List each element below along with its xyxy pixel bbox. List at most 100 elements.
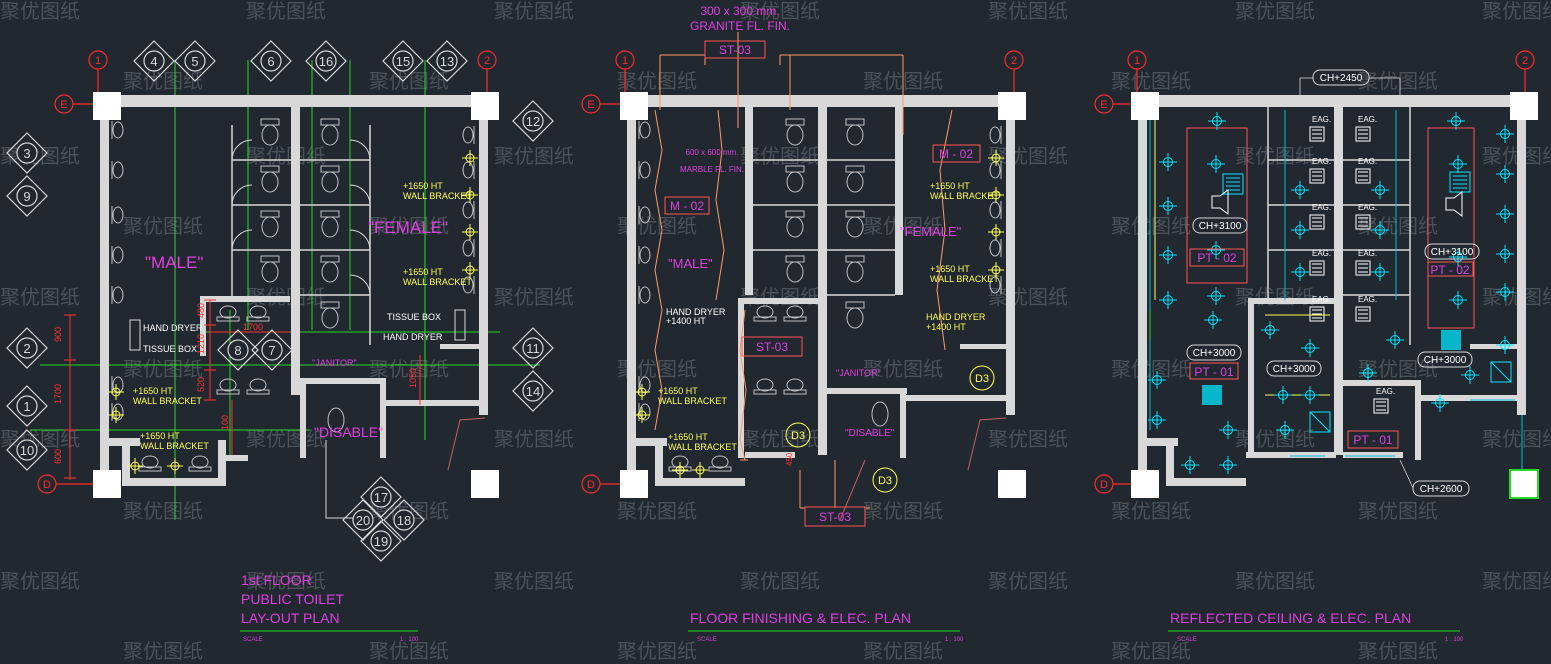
tag-st03-top: ST-03 <box>719 43 751 57</box>
exhaust-fan-label: EAG. <box>1358 115 1377 124</box>
ceiling-lamp-icon <box>1218 455 1238 475</box>
watermark-text: 聚优图纸 <box>494 285 574 309</box>
room-label-disable: "DISABLE" <box>314 424 383 440</box>
note-bracket-ht-3: +1650 HT <box>133 386 173 396</box>
section-marker-number: 9 <box>23 189 30 204</box>
ceiling-lamp-icon <box>1290 262 1310 282</box>
section-marker-number: 18 <box>397 513 411 528</box>
ceiling-lamp-icon <box>1203 310 1223 330</box>
watermark-text: 聚优图纸 <box>369 69 449 93</box>
section-marker-number: 10 <box>20 443 34 458</box>
watermark-text: 聚优图纸 <box>123 357 203 381</box>
ceiling-height-3000-mid: CH+3000 <box>1273 364 1316 375</box>
ceiling-lamp-icon <box>1446 111 1466 131</box>
section-marker: 20 <box>342 499 384 541</box>
ceiling-height-3000-right: CH+3000 <box>1424 355 1467 366</box>
watermark-text: 聚优图纸 <box>617 69 697 93</box>
room-label-female: "FEMALE" <box>368 218 448 237</box>
p2-note-hand-dryer-ht-male: +1400 HT <box>666 316 706 326</box>
watermark-text: 聚优图纸 <box>740 144 820 168</box>
dim-100: 100 <box>220 415 230 430</box>
ceiling-height-3100-right: CH+3100 <box>1431 247 1474 258</box>
dim-1210: 1210 <box>196 334 206 354</box>
watermark-text: 聚优图纸 <box>1482 569 1551 593</box>
watermark-text: 聚优图纸 <box>123 639 203 663</box>
ceiling-lamp-icon <box>1158 290 1178 310</box>
watermark-text: 聚优图纸 <box>123 69 203 93</box>
section-marker-number: 12 <box>526 114 540 129</box>
exhaust-fan: EAG. <box>1373 387 1395 414</box>
p2-room-male: "MALE" <box>668 256 713 271</box>
p2-grid-bubble-e: E <box>587 99 594 111</box>
section-marker-number: 15 <box>396 54 410 69</box>
dim-600: 600 <box>53 449 63 464</box>
watermark-text: 聚优图纸 <box>1358 639 1438 663</box>
watermark-text: 聚优图纸 <box>740 569 820 593</box>
p2-note-hand-dryer-female: HAND DRYER <box>926 312 986 322</box>
watermark-text: 聚优图纸 <box>1235 569 1315 593</box>
plan2-title: FLOOR FINISHING & ELEC. PLAN <box>690 610 911 626</box>
ceiling-lamp-icon <box>1370 262 1390 282</box>
p2-grid-bubble-2: 2 <box>1011 55 1017 67</box>
ceiling-lamp-icon <box>1300 385 1320 405</box>
exhaust-fan-label: EAG. <box>1376 387 1395 396</box>
watermark-text: 聚优图纸 <box>1482 285 1551 309</box>
watermark-text: 聚优图纸 <box>369 214 449 238</box>
exhaust-fan: EAG. <box>1355 203 1377 230</box>
ceiling-lamp-icon <box>1495 204 1515 224</box>
p2-note-bracket-2: WALL BRACKET <box>930 274 999 284</box>
section-marker-number: 20 <box>356 513 370 528</box>
note-tissue-box-male: TISSUE BOX <box>143 344 197 354</box>
p2-note-bracket-ht-4: +1650 HT <box>668 432 708 442</box>
plan2-scale-value: 1 : 100 <box>945 637 964 643</box>
ceiling-height-3100-left: CH+3100 <box>1199 221 1242 232</box>
section-marker: 7 <box>251 329 293 371</box>
ceiling-lamp-icon <box>1158 196 1178 216</box>
section-marker-number: 8 <box>234 343 241 358</box>
watermark-text: 聚优图纸 <box>740 427 820 451</box>
ceiling-lamp-icon <box>1180 455 1200 475</box>
plan1-scale-label: SCALE <box>243 637 263 643</box>
watermark-text: 聚优图纸 <box>863 499 943 523</box>
section-marker-number: 13 <box>440 54 454 69</box>
watermark-text: 聚优图纸 <box>494 427 574 451</box>
ceiling-height-3000-left: CH+3000 <box>1193 348 1236 359</box>
plan1-title-line-1: 1st FLOOR <box>241 572 312 588</box>
watermark-text: 聚优图纸 <box>1111 214 1191 238</box>
watermark-text: 聚优图纸 <box>617 639 697 663</box>
grid-bubble-1: 1 <box>95 55 101 67</box>
p2-room-female: "FEMALE" <box>900 224 962 239</box>
ceiling-lamp-icon <box>1290 220 1310 240</box>
p2-note-hand-dryer-ht-female: +1400 HT <box>926 322 966 332</box>
section-marker: 5 <box>174 40 216 82</box>
plan1-title-line-3: LAY-OUT PLAN <box>241 610 340 626</box>
section-marker-number: 6 <box>267 54 274 69</box>
p2-dim-450: 450 <box>785 452 794 466</box>
dim-1700-left: 1700 <box>53 384 63 404</box>
ceiling-lamp-icon <box>1158 152 1178 172</box>
watermark-text: 聚优图纸 <box>988 0 1068 23</box>
granite-size: 300 x 300 mm. <box>700 4 779 18</box>
watermark-text: 聚优图纸 <box>863 357 943 381</box>
ceiling-height-2450: CH+2450 <box>1320 73 1363 84</box>
watermark-text: 聚优图纸 <box>246 144 326 168</box>
pattern-pt01-right: PT - 01 <box>1353 433 1392 447</box>
watermark-text: 聚优图纸 <box>1111 357 1191 381</box>
watermark-text: 聚优图纸 <box>0 427 80 451</box>
watermark-text: 聚优图纸 <box>740 285 820 309</box>
watermark-text: 聚优图纸 <box>1358 69 1438 93</box>
ceiling-lamp-icon <box>1495 335 1515 355</box>
watermark-text: 聚优图纸 <box>1111 499 1191 523</box>
dim-1050: 1050 <box>408 368 418 388</box>
ceiling-lamp-group <box>1147 111 1515 475</box>
note-bracket-ht-1: +1650 HT <box>403 181 443 191</box>
section-marker-number: 11 <box>526 341 540 356</box>
ceiling-lamp-icon <box>1147 410 1167 430</box>
p2-note-bracket-1: WALL BRACKET <box>930 191 999 201</box>
p3-grid-bubble-2: 2 <box>1522 55 1528 67</box>
ceiling-lamp-icon <box>1385 330 1405 350</box>
section-marker-number: 2 <box>23 341 30 356</box>
section-marker-number: 17 <box>374 490 388 505</box>
